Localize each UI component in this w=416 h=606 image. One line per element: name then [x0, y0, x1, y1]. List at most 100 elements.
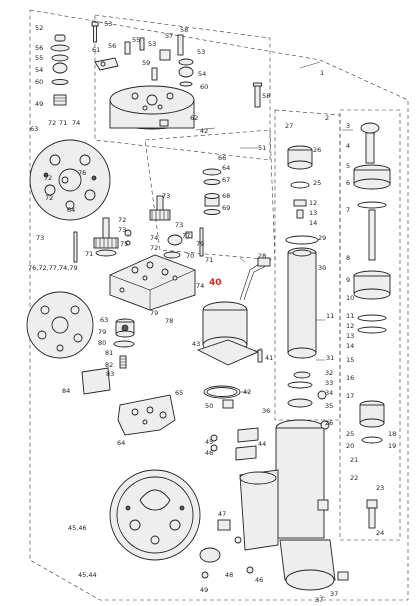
svg-text:79: 79 — [98, 328, 106, 336]
left-top-stack — [50, 34, 70, 106]
round-plate-left-top — [29, 139, 111, 221]
svg-text:63: 63 — [100, 316, 108, 324]
svg-text:73: 73 — [36, 234, 44, 242]
svg-text:17: 17 — [346, 392, 354, 400]
svg-text:64: 64 — [67, 206, 75, 214]
round-plate-left-mid — [26, 291, 94, 359]
svg-text:76,72,77,74,79: 76,72,77,74,79 — [28, 264, 78, 272]
electric-motor — [196, 257, 271, 366]
svg-text:73: 73 — [162, 192, 170, 200]
svg-text:83: 83 — [106, 370, 114, 378]
svg-text:18: 18 — [388, 430, 396, 438]
svg-text:48: 48 — [225, 571, 233, 579]
svg-text:29: 29 — [318, 234, 326, 242]
svg-text:13: 13 — [309, 209, 317, 217]
svg-text:61: 61 — [92, 46, 100, 54]
svg-text:58: 58 — [262, 92, 270, 100]
fitting-left — [113, 318, 135, 369]
svg-text:13: 13 — [346, 332, 354, 340]
svg-text:71: 71 — [85, 250, 93, 258]
valve-block-middle — [109, 254, 196, 311]
svg-text:15: 15 — [346, 356, 354, 364]
svg-text:60: 60 — [200, 83, 208, 91]
plate-84 — [81, 367, 111, 395]
svg-text:56: 56 — [35, 44, 43, 52]
svg-text:14: 14 — [346, 342, 354, 350]
svg-text:42: 42 — [243, 388, 251, 396]
svg-text:72: 72 — [48, 119, 56, 127]
svg-text:46: 46 — [205, 449, 213, 457]
svg-text:25: 25 — [346, 430, 354, 438]
svg-text:74: 74 — [72, 119, 80, 127]
svg-text:54: 54 — [35, 66, 43, 74]
svg-text:53: 53 — [148, 40, 156, 48]
svg-text:72: 72 — [150, 244, 158, 252]
svg-text:71: 71 — [59, 119, 67, 127]
small-parts-mid — [124, 227, 204, 259]
svg-text:53: 53 — [197, 48, 205, 56]
main-housing — [239, 419, 336, 591]
svg-text:66: 66 — [218, 154, 226, 162]
round-plate-bottom — [109, 469, 201, 561]
svg-text:27: 27 — [285, 122, 293, 130]
subassembly-boundary-far-right — [339, 109, 401, 541]
part-number-labels: 40 52 56 55 54 60 49 53 61 56 55 53 57 5… — [28, 20, 396, 604]
svg-text:72: 72 — [118, 216, 126, 224]
svg-text:11: 11 — [346, 312, 354, 320]
svg-text:56: 56 — [108, 42, 116, 50]
svg-text:54: 54 — [198, 70, 206, 78]
svg-text:63: 63 — [30, 125, 38, 133]
svg-text:58: 58 — [180, 26, 188, 34]
svg-text:59: 59 — [142, 59, 150, 67]
svg-text:5: 5 — [346, 162, 350, 170]
svg-text:23: 23 — [376, 484, 384, 492]
svg-text:6: 6 — [346, 179, 350, 187]
svg-text:45,44: 45,44 — [78, 571, 97, 579]
svg-text:55: 55 — [35, 54, 43, 62]
svg-text:65: 65 — [175, 389, 183, 397]
svg-text:81: 81 — [105, 349, 113, 357]
svg-text:45,46: 45,46 — [68, 524, 87, 532]
svg-text:12: 12 — [346, 322, 354, 330]
svg-text:1: 1 — [320, 69, 324, 77]
svg-text:37: 37 — [315, 596, 323, 604]
svg-text:67: 67 — [222, 176, 230, 184]
svg-text:41: 41 — [265, 354, 273, 362]
svg-text:32: 32 — [325, 369, 333, 377]
leader-lines — [195, 61, 353, 599]
svg-text:72: 72 — [44, 174, 52, 182]
bolt-41 — [257, 349, 263, 363]
svg-text:79: 79 — [150, 309, 158, 317]
svg-text:11: 11 — [326, 312, 334, 320]
svg-text:26: 26 — [313, 146, 321, 154]
svg-text:2: 2 — [325, 114, 329, 122]
svg-text:73: 73 — [118, 226, 126, 234]
svg-text:57: 57 — [165, 32, 173, 40]
svg-text:70: 70 — [186, 252, 194, 260]
svg-text:82: 82 — [105, 361, 113, 369]
right-small-stack — [202, 168, 222, 215]
piston-stack-right — [287, 145, 313, 219]
svg-text:46: 46 — [255, 576, 263, 584]
svg-text:64: 64 — [117, 439, 125, 447]
svg-text:4: 4 — [346, 142, 350, 150]
svg-text:78: 78 — [165, 317, 173, 325]
svg-text:20: 20 — [346, 442, 354, 450]
svg-text:45: 45 — [205, 438, 213, 446]
svg-text:28: 28 — [258, 252, 266, 260]
svg-text:77: 77 — [182, 232, 190, 240]
svg-text:26: 26 — [325, 419, 333, 427]
bracket-65 — [117, 394, 176, 436]
svg-text:47: 47 — [218, 510, 226, 518]
svg-text:16: 16 — [346, 374, 354, 382]
svg-text:14: 14 — [309, 219, 317, 227]
svg-text:22: 22 — [350, 474, 358, 482]
svg-text:34: 34 — [325, 389, 333, 397]
svg-text:33: 33 — [325, 379, 333, 387]
svg-text:21: 21 — [350, 456, 358, 464]
svg-text:53: 53 — [104, 20, 112, 28]
svg-text:52: 52 — [35, 24, 43, 32]
svg-text:62: 62 — [190, 114, 198, 122]
svg-text:36: 36 — [262, 407, 270, 415]
